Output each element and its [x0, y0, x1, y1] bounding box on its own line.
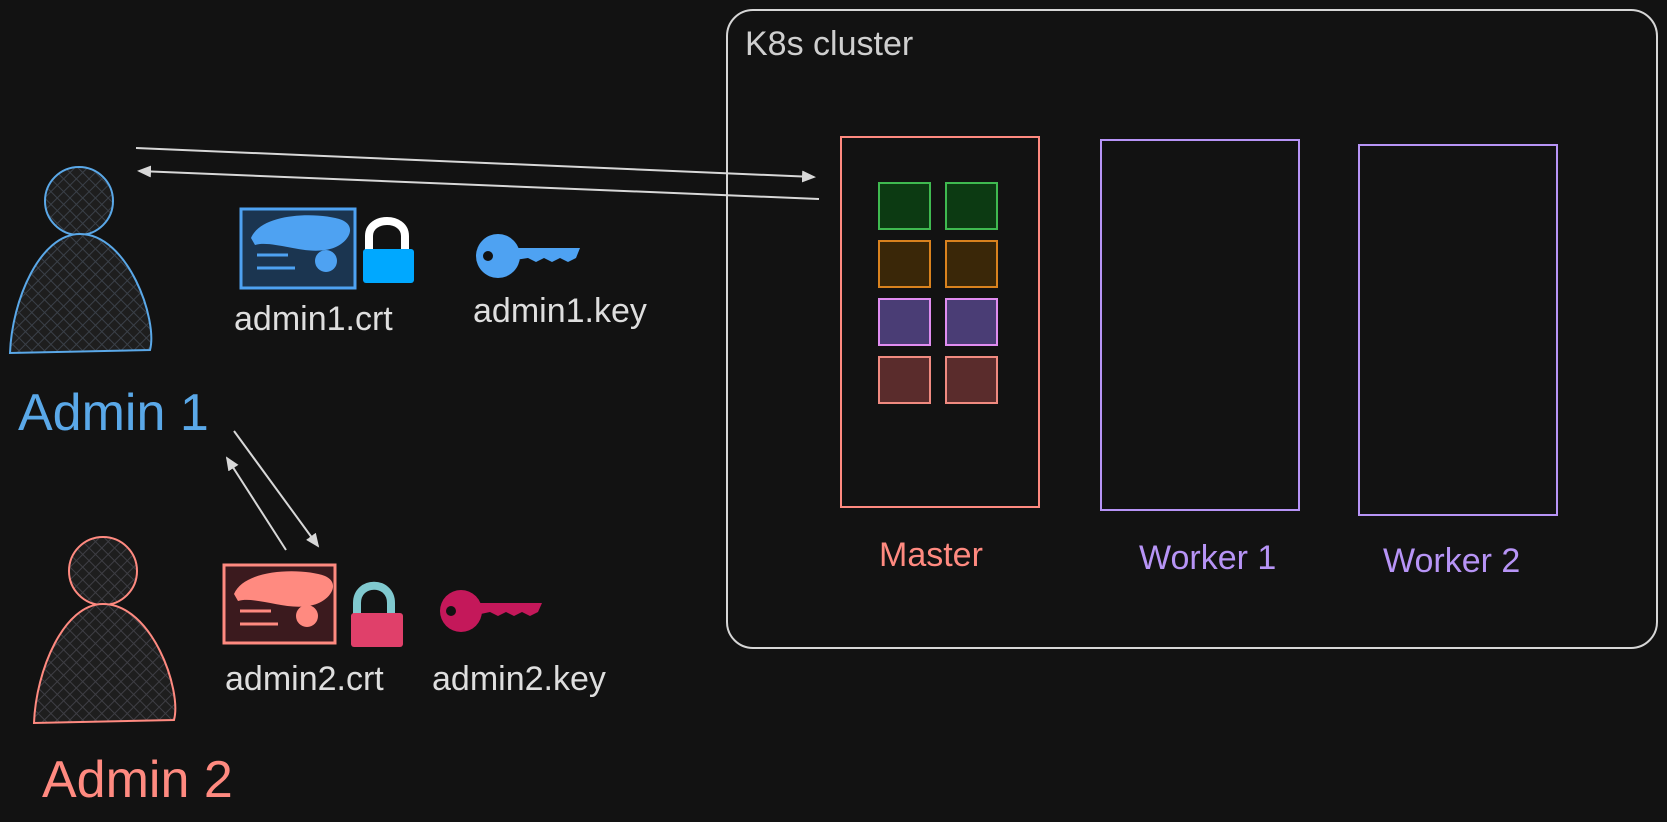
- admin2-name: Admin 2: [42, 751, 233, 809]
- arrow-admin2-to-admin1: [225, 456, 287, 551]
- cluster-title: K8s cluster: [745, 25, 914, 63]
- arrow-admin1-to-admin2: [233, 430, 320, 548]
- admin1-cert-label: admin1.crt: [234, 300, 393, 338]
- admin2-lock-icon: [351, 581, 403, 647]
- pod-green-1: [878, 182, 931, 230]
- admin2-cert-label: admin2.crt: [225, 660, 384, 698]
- pod-orange-2: [945, 240, 998, 288]
- admin2-certificate-icon: [222, 563, 337, 645]
- arrow-master-to-admin1: [137, 165, 820, 200]
- admin1-lock-icon: [363, 217, 414, 283]
- admin2-person-icon: [32, 536, 177, 725]
- admin1-name: Admin 1: [18, 384, 209, 442]
- pod-grid: [878, 182, 998, 404]
- arrow-admin1-to-master: [135, 147, 816, 183]
- admin2-key-label: admin2.key: [432, 660, 606, 698]
- worker1-node-box: [1100, 139, 1300, 511]
- pod-orange-1: [878, 240, 931, 288]
- admin2-key-icon: [440, 590, 542, 632]
- admin1-key-icon: [476, 234, 580, 278]
- worker2-label: Worker 2: [1383, 542, 1521, 580]
- pod-purple-1: [878, 298, 931, 346]
- worker2-node-box: [1358, 144, 1558, 516]
- pod-purple-2: [945, 298, 998, 346]
- worker1-label: Worker 1: [1139, 539, 1277, 577]
- master-node-box: [840, 136, 1040, 508]
- pod-brown-2: [945, 356, 998, 404]
- admin1-person-icon: [8, 166, 153, 355]
- pod-brown-1: [878, 356, 931, 404]
- admin1-certificate-icon: [239, 207, 357, 290]
- admin1-key-label: admin1.key: [473, 292, 647, 330]
- master-label: Master: [879, 536, 983, 574]
- pod-green-2: [945, 182, 998, 230]
- cluster-boundary: [726, 9, 1658, 649]
